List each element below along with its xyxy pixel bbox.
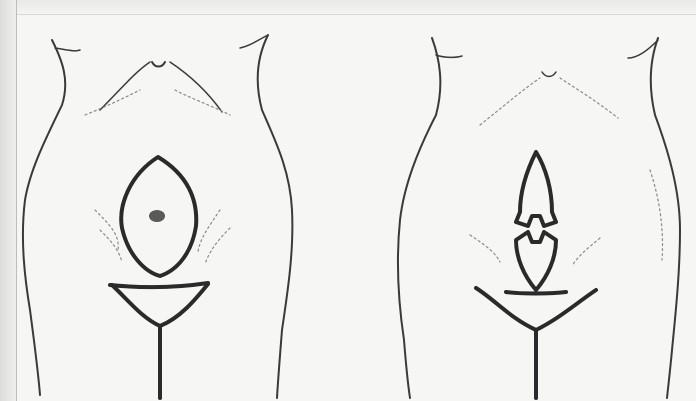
left-torso-outline-left (23, 40, 65, 395)
left-fold-shade-3 (198, 210, 220, 252)
left-rib-shade-2 (175, 90, 230, 115)
left-umbilicus (149, 210, 165, 222)
right-lower-incision (516, 232, 556, 290)
right-side-shade (650, 170, 663, 260)
right-torso-shoulder-left (436, 55, 462, 57)
right-collar-right (560, 78, 618, 118)
left-pubic-v (112, 284, 208, 326)
left-collar-right (170, 62, 222, 112)
left-sternal-notch (152, 62, 165, 67)
left-transverse-incision (110, 283, 208, 287)
left-torso (23, 35, 292, 398)
right-transverse-incision (506, 292, 566, 294)
left-fold-shade-4 (205, 228, 230, 264)
right-collar-left (480, 78, 540, 125)
left-torso-outline-right (258, 35, 293, 398)
right-torso-outline-right (651, 38, 680, 398)
right-torso (398, 38, 680, 398)
left-fold-shade-2 (100, 230, 122, 262)
right-upper-incision (516, 152, 556, 226)
left-collar-left (100, 62, 150, 110)
right-fold-shade-2 (572, 238, 600, 266)
right-sternal-notch (542, 72, 556, 77)
left-torso-shoulder-left (55, 48, 80, 51)
right-fold-shade-1 (470, 235, 500, 262)
left-rib-shade-1 (85, 90, 140, 115)
left-fold-shade-1 (95, 210, 118, 250)
right-torso-outline-left (398, 38, 440, 398)
